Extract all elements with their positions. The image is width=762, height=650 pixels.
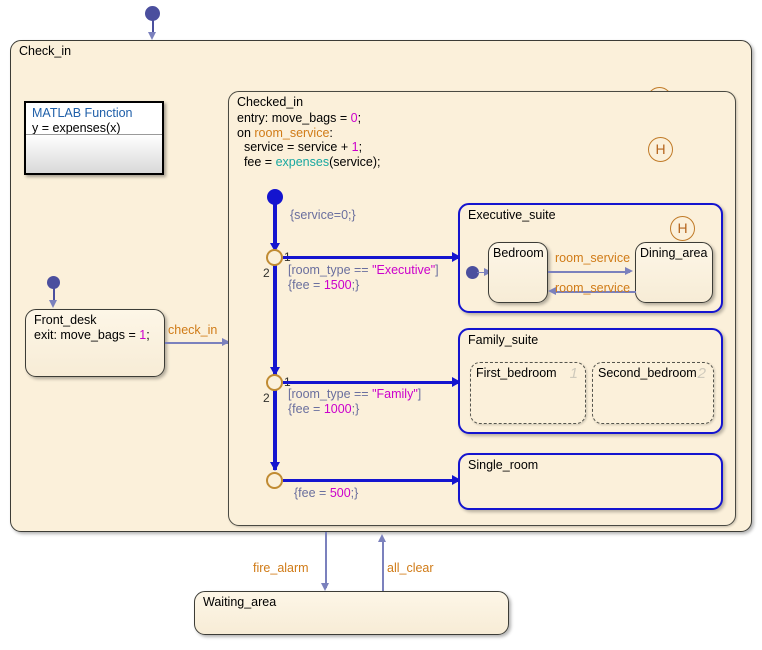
default-transition-line-checked-in (273, 201, 277, 247)
history-junction-executive-suite[interactable]: H (670, 216, 695, 241)
default-transition-dot-front-desk (47, 276, 60, 289)
state-single-room-label: Single_room (468, 458, 539, 472)
transition-line-room-service-forward (548, 271, 630, 273)
transition-arrow-family (452, 377, 461, 387)
state-bedroom-label: Bedroom (493, 246, 544, 260)
state-executive-suite[interactable]: Executive_suite H Bedroom Dining_area ro… (458, 203, 723, 313)
state-waiting-area[interactable]: Waiting_area (194, 591, 509, 635)
default-transition-line-chart (151, 18, 154, 36)
transition-arrow-check-in (222, 337, 230, 346)
junction-family[interactable] (266, 374, 283, 391)
state-family-suite[interactable]: Family_suite First_bedroom 1 Second_bedr… (458, 328, 723, 434)
state-single-room[interactable]: Single_room (458, 453, 723, 510)
state-first-bedroom[interactable]: First_bedroom 1 (470, 362, 586, 424)
transition-arrow-room-service-forward (625, 267, 633, 275)
state-checked-in-action-line-2: on room_service: (237, 125, 333, 140)
state-second-bedroom-label: Second_bedroom (598, 366, 697, 380)
transition-arrow-executive (452, 252, 461, 262)
state-front-desk[interactable]: Front_desk exit: move_bags = 1; (25, 309, 165, 377)
default-transition-dot-chart (145, 6, 160, 21)
transition-line-fire-alarm (325, 532, 327, 588)
matlab-function-body (26, 134, 162, 173)
matlab-function-block[interactable]: MATLAB Function y = expenses(x) (24, 101, 164, 175)
transition-arrow-room-service-back (548, 287, 556, 295)
transition-label-executive-action: {fee = 1500;} (288, 277, 360, 292)
transition-label-fire-alarm: fire_alarm (253, 561, 309, 575)
state-bedroom[interactable]: Bedroom (488, 242, 548, 303)
flow-spine-j2-j3 (273, 386, 277, 470)
junction-executive-priority-down: 2 (263, 266, 270, 280)
junction-single[interactable] (266, 472, 283, 489)
default-transition-dot-bedroom (466, 266, 479, 279)
transition-label-family-condition: [room_type == "Family"] (288, 387, 422, 401)
matlab-function-title: MATLAB Function (32, 106, 133, 120)
state-first-bedroom-label: First_bedroom (476, 366, 557, 380)
default-transition-line-bedroom (477, 271, 487, 274)
state-family-suite-label: Family_suite (468, 333, 539, 347)
state-checked-in-action-line-3: service = service + 1; (237, 140, 363, 155)
transition-label-check-in: check_in (168, 323, 218, 337)
history-junction-checked-in[interactable]: H (648, 137, 673, 162)
state-checked-in-action-line-4: fee = expenses(service); (237, 154, 381, 169)
transition-line-single (283, 478, 458, 483)
state-checked-in-label: Checked_in (237, 95, 304, 109)
state-checked-in-action-line-1: entry: move_bags = 0; (237, 111, 362, 125)
flow-arrow-j2 (269, 367, 280, 376)
default-transition-arrow-chart (148, 32, 156, 40)
state-second-bedroom[interactable]: Second_bedroom 2 (592, 362, 714, 424)
transition-arrow-single (452, 475, 461, 485)
transition-arrow-fire-alarm (321, 583, 330, 591)
state-dining-area[interactable]: Dining_area (635, 242, 713, 303)
default-transition-arrow-checked-in (269, 243, 280, 252)
transition-line-check-in (165, 342, 228, 344)
state-front-desk-action: exit: move_bags = 1; (34, 328, 150, 342)
state-waiting-area-label: Waiting_area (203, 595, 277, 609)
transition-label-all-clear: all_clear (387, 561, 434, 575)
flow-arrow-j3 (269, 462, 280, 471)
transition-label-checked-in-default: {service=0;} (290, 208, 356, 222)
transition-arrow-all-clear (378, 534, 387, 542)
state-first-bedroom-order: 1 (569, 365, 578, 382)
transition-label-single-action: {fee = 500;} (294, 486, 359, 500)
state-dining-area-label: Dining_area (640, 246, 708, 260)
transition-label-executive-condition: [room_type == "Executive"] (288, 263, 439, 277)
default-transition-dot-checked-in (267, 189, 283, 205)
junction-family-priority-down: 2 (263, 391, 270, 405)
flow-spine-j1-j2 (273, 265, 277, 375)
transition-line-executive (283, 255, 458, 260)
state-second-bedroom-order: 2 (697, 365, 706, 382)
transition-line-all-clear (382, 540, 384, 594)
default-transition-line-front-desk (52, 287, 55, 303)
transition-label-family-action: {fee = 1000;} (288, 401, 360, 416)
transition-label-room-service-forward: room_service (555, 251, 631, 265)
state-executive-suite-label: Executive_suite (468, 208, 556, 222)
transition-line-room-service-back (554, 291, 636, 293)
state-check-in-label: Check_in (19, 44, 72, 58)
transition-label-room-service-back: room_service (555, 281, 631, 295)
junction-executive[interactable] (266, 249, 283, 266)
state-front-desk-label: Front_desk (34, 313, 97, 327)
transition-line-family (283, 380, 458, 385)
matlab-function-signature: y = expenses(x) (32, 121, 121, 135)
default-transition-arrow-front-desk (49, 300, 57, 308)
